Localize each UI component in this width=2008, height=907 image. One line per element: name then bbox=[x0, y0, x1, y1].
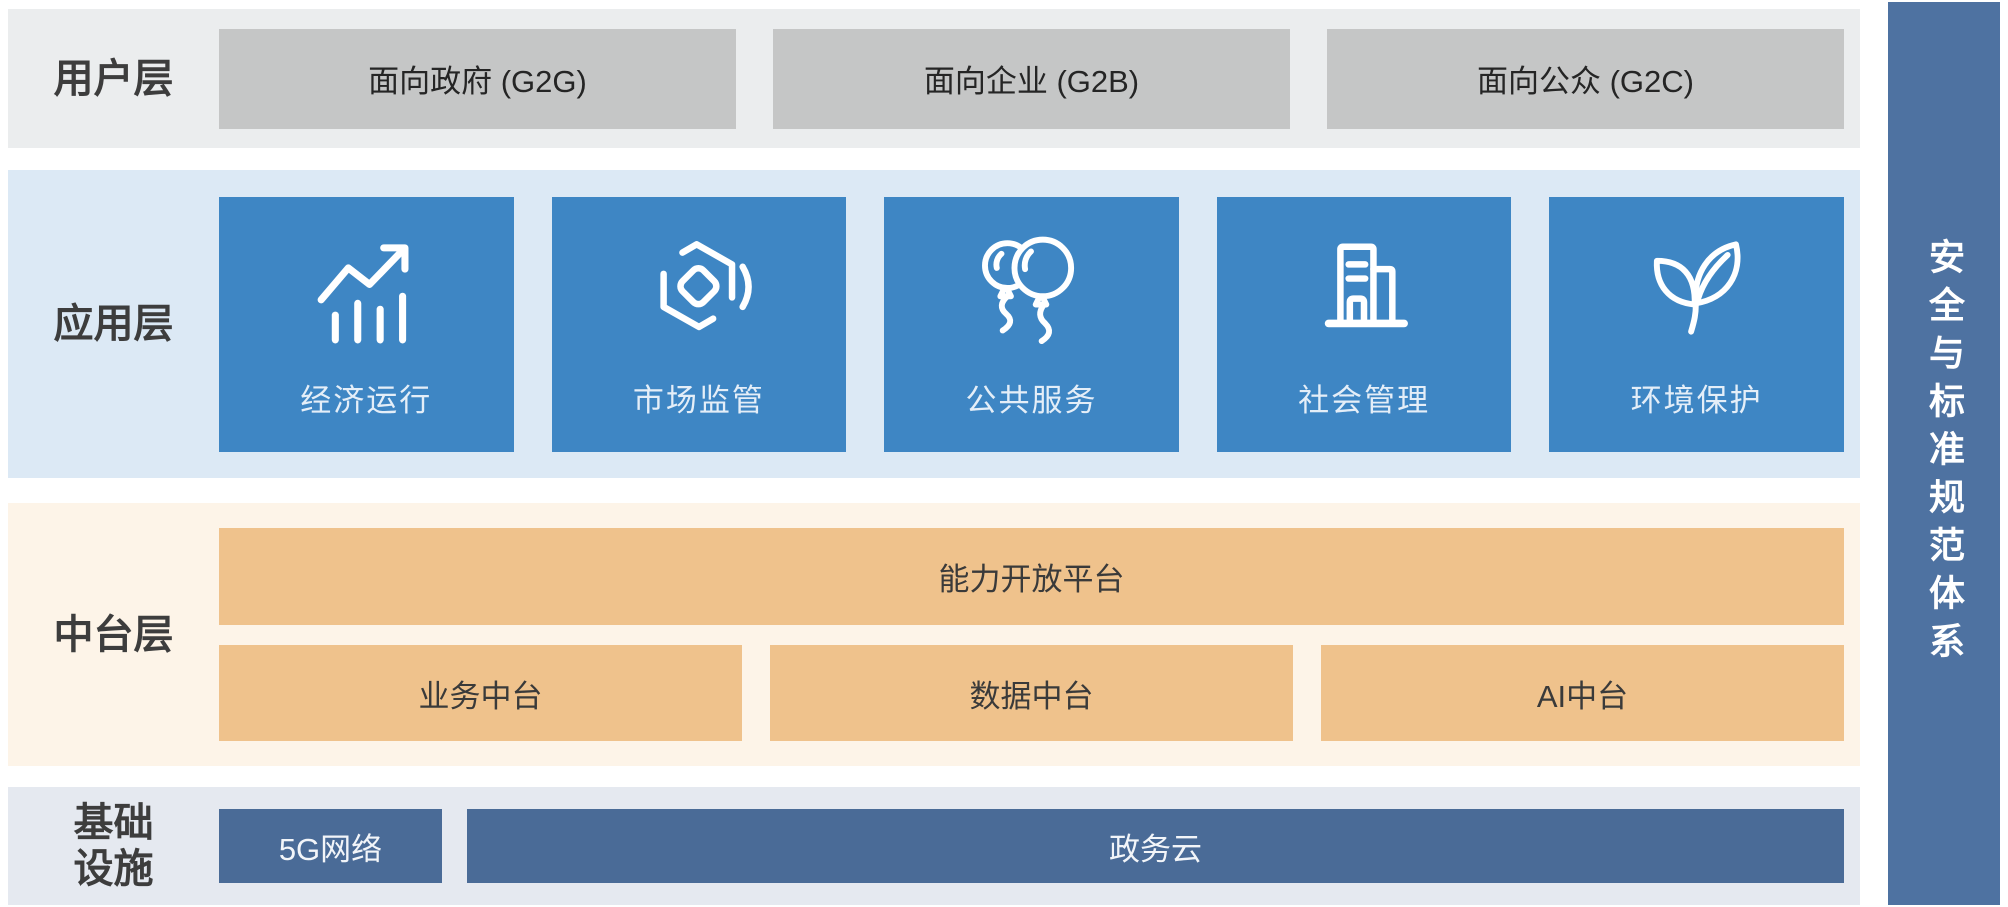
user-box-g2g: 面向政府 (G2G) bbox=[219, 28, 736, 129]
security-standards-bar: 安全与标准规范体系 bbox=[1888, 2, 2000, 905]
network-5g-box: 5G网络 bbox=[219, 809, 442, 883]
app-card-environment: 环境保护 bbox=[1549, 196, 1844, 452]
app-card-label: 经济运行 bbox=[300, 382, 433, 418]
app-card-public: 公共服务 bbox=[884, 196, 1179, 452]
app-card-market: 市场监管 bbox=[551, 196, 847, 452]
infra-layer-band: 基础 设施 5G网络 政务云 bbox=[8, 787, 1860, 905]
app-card-label: 环境保护 bbox=[1630, 382, 1763, 418]
gov-cloud-box: 政务云 bbox=[467, 809, 1844, 883]
app-layer-band: 应用层 经济运行 bbox=[8, 170, 1860, 478]
business-middle-box: 业务中台 bbox=[219, 645, 742, 741]
user-layer-band: 用户层 面向政府 (G2G) 面向企业 (G2B) 面向公众 (G2C) bbox=[8, 9, 1860, 148]
ai-middle-box: AI中台 bbox=[1321, 645, 1844, 741]
app-card-label: 公共服务 bbox=[965, 382, 1098, 418]
security-standards-label: 安全与标准规范体系 bbox=[1924, 237, 1965, 670]
data-middle-box: 数据中台 bbox=[770, 645, 1293, 741]
app-card-economy: 经济运行 bbox=[219, 196, 514, 452]
trend-chart-icon bbox=[307, 229, 425, 347]
infra-layer-label: 基础 设施 bbox=[8, 787, 219, 905]
user-layer-label: 用户层 bbox=[53, 56, 174, 101]
middle-layer-label: 中台层 bbox=[53, 612, 174, 657]
app-card-label: 市场监管 bbox=[632, 382, 765, 418]
hexagon-cube-icon bbox=[640, 229, 758, 347]
app-card-social: 社会管理 bbox=[1216, 196, 1512, 452]
app-layer-label: 应用层 bbox=[53, 302, 174, 346]
leaf-icon bbox=[1638, 229, 1756, 347]
capability-platform-box: 能力开放平台 bbox=[219, 528, 1844, 625]
middle-layer-band: 中台层 能力开放平台 业务中台 数据中台 AI中台 bbox=[8, 503, 1860, 766]
buildings-icon bbox=[1305, 229, 1423, 347]
app-card-label: 社会管理 bbox=[1298, 382, 1431, 418]
balloons-icon bbox=[972, 229, 1090, 347]
infra-label-line1: 基础 bbox=[73, 801, 154, 845]
user-box-g2b: 面向企业 (G2B) bbox=[773, 28, 1290, 129]
user-box-g2c: 面向公众 (G2C) bbox=[1327, 28, 1844, 129]
infra-label-line2: 设施 bbox=[73, 847, 154, 891]
